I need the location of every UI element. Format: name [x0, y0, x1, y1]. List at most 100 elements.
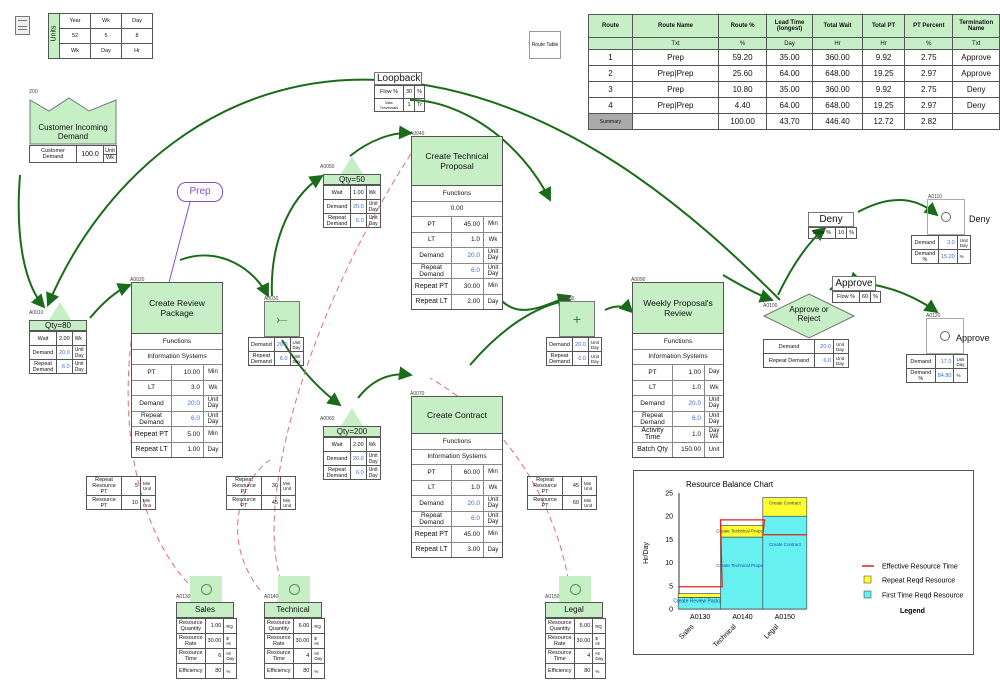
process-subtitle: 0.00 — [412, 202, 502, 217]
inventory-triangle-icon — [341, 156, 363, 174]
process-functions: Functions — [132, 334, 222, 350]
process-title: Weekly Proposal's Review — [633, 283, 723, 334]
process-title: Create Technical Proposal — [412, 137, 502, 186]
legend-repeat-label: Repeat Reqd Resource — [882, 578, 955, 585]
inventory-triangle-icon — [49, 302, 71, 320]
flow-a0060-to-contract — [357, 366, 413, 399]
legend-repeat-swatch — [863, 575, 872, 584]
process-functions: Functions — [633, 334, 723, 350]
flow-a0030-to-a0050 — [270, 174, 324, 297]
units-table: Units Year Wk Day 52 5 8 Wk Day Hr — [48, 13, 153, 59]
legend-first-label: First Time Reqd Resource — [882, 593, 963, 600]
process-functions: Functions — [412, 186, 502, 202]
customer-incoming-demand[interactable]: Z00 Customer Incoming Demand Customer De… — [29, 89, 117, 163]
customer-title: Customer Incoming Demand — [38, 123, 108, 141]
bar-first-time-label: Create Technical Proposal — [716, 563, 768, 568]
loopback-title: Loopback — [374, 72, 422, 85]
legend-first-swatch — [863, 590, 872, 599]
flow-a0080-to-weekly — [604, 298, 634, 314]
route-table: Route Route Name Route % Lead Time (long… — [588, 14, 1000, 130]
chart-y-tick: 5 — [669, 583, 673, 590]
chart-y-tick: 10 — [665, 560, 673, 567]
inventory-triangle-icon — [341, 408, 363, 426]
chart-y-tick: 25 — [665, 491, 673, 498]
resource-icon — [190, 576, 222, 602]
process-functions: Functions — [412, 434, 502, 450]
process-title: Create Contract — [412, 397, 502, 434]
doc-icon[interactable] — [15, 16, 30, 35]
effective-resource-line — [678, 519, 807, 588]
flow-label-approve[interactable]: Approve Flow %60% — [832, 276, 882, 303]
route-table-icon[interactable]: Route Table — [529, 31, 561, 59]
process-subtitle: Information Systems — [132, 350, 222, 365]
units-side-label: Units — [48, 13, 60, 59]
resource-icon — [278, 576, 310, 602]
chart-category-sublabel: Technical — [712, 623, 738, 649]
join-icon: + — [559, 301, 595, 337]
chart-category-label: A0140 — [732, 614, 752, 621]
bar-repeat — [677, 593, 723, 598]
process-subtitle: Information Systems — [412, 450, 502, 465]
chart-y-tick: 15 — [665, 537, 673, 544]
chart-y-tick: 20 — [665, 514, 673, 521]
bar-first-time — [720, 536, 765, 610]
chart-category-sublabel: Sales — [678, 623, 696, 641]
flow-customer-to-a0010 — [17, 174, 46, 309]
flow-a0050-to-tech — [349, 125, 413, 157]
process-subtitle: Information Systems — [633, 350, 723, 365]
flow-approve-to-term — [874, 284, 939, 314]
flow-label-deny[interactable]: Deny Flow %10% — [808, 212, 858, 239]
customer-shape — [29, 97, 117, 145]
chart-category-label: A0130 — [690, 614, 710, 621]
legend-title: Legend — [900, 608, 925, 615]
split-icon: ⤚ — [264, 301, 300, 337]
prep-label[interactable]: Prep — [177, 182, 223, 202]
flow-a0010-to-review — [89, 283, 132, 319]
decision-diamond — [763, 293, 855, 339]
termination-icon — [926, 318, 964, 354]
